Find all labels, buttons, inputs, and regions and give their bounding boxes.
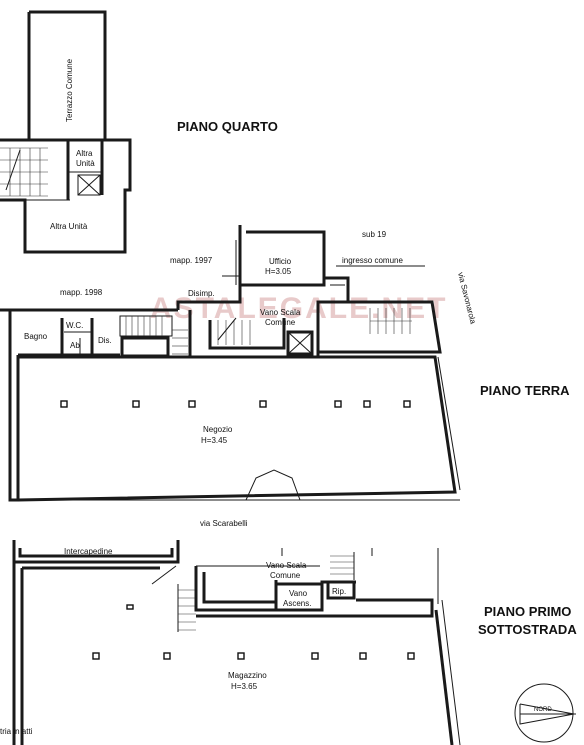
pillars-basement	[92, 604, 415, 660]
room-ufficio: Ufficio	[269, 257, 292, 266]
north-arrow-icon	[514, 683, 576, 743]
room-magazzino-height: H=3.65	[231, 682, 258, 691]
label-ingresso: ingresso comune	[342, 256, 403, 265]
pillars-ground	[60, 400, 411, 408]
room-rip: Rip.	[332, 587, 346, 596]
north-label: NORD	[534, 707, 552, 713]
floor-label-basement-1: PIANO PRIMO	[484, 604, 571, 619]
floor-label-basement-2: SOTTOSTRADA	[478, 622, 577, 637]
room-vano-scala-b: Vano Scala	[266, 561, 307, 570]
room-bagno: Bagno	[24, 332, 48, 341]
room-vano-scala: Vano Scala	[260, 308, 301, 317]
basement-plan: Intercapedine Vano Scala Com	[0, 540, 577, 745]
room-negozio-height: H=3.45	[201, 436, 228, 445]
stairs-fourth	[0, 147, 48, 197]
room-vano-ascens-1: Vano	[289, 589, 308, 598]
room-wc: W.C.	[66, 321, 83, 330]
room-disimp: Disimp.	[188, 289, 215, 298]
stairs-ground-right	[369, 308, 412, 334]
room-altra-small-2: Unità	[76, 159, 95, 168]
room-ab: Ab	[70, 341, 80, 350]
fourth-floor-plan: Terrazzo Comune Altra Unità Altra Unità …	[0, 10, 278, 254]
room-terrazzo: Terrazzo Comune	[65, 58, 74, 122]
room-dis: Dis.	[98, 336, 112, 345]
corner-text: tria in atti	[0, 727, 33, 736]
stairs-basement-left	[151, 565, 196, 632]
room-altra-unita: Altra Unità	[50, 222, 88, 231]
floor-label-fourth: PIANO QUARTO	[177, 119, 278, 134]
room-ufficio-height: H=3.05	[265, 267, 292, 276]
label-sub-19: sub 19	[362, 230, 387, 239]
watermark: ASTALEGALE.NET	[150, 292, 447, 325]
room-negozio: Negozio	[203, 425, 233, 434]
room-vano-ascens-2: Ascens.	[283, 599, 311, 608]
label-via-savonarola: via Savonarola	[456, 271, 478, 325]
label-mapp-1998: mapp. 1998	[60, 288, 103, 297]
room-vano-scala-b-comune: Comune	[270, 571, 301, 580]
room-vano-scala-comune: Comune	[265, 318, 296, 327]
lift-ground-icon	[286, 330, 314, 356]
ground-floor-plan: mapp. 1997 mapp. 1998 sub 19 ingresso co…	[0, 225, 570, 528]
stairs-ground-center	[217, 317, 251, 345]
room-altra-small-1: Altra	[76, 149, 93, 158]
label-via-scarabelli: via Scarabelli	[200, 519, 248, 528]
floor-label-ground: PIANO TERRA	[480, 383, 570, 398]
lift-fourth-icon	[77, 174, 101, 196]
room-intercapedine: Intercapedine	[64, 547, 113, 556]
stairs-basement-center	[330, 552, 355, 580]
room-magazzino: Magazzino	[228, 671, 267, 680]
label-mapp-1997: mapp. 1997	[170, 256, 213, 265]
